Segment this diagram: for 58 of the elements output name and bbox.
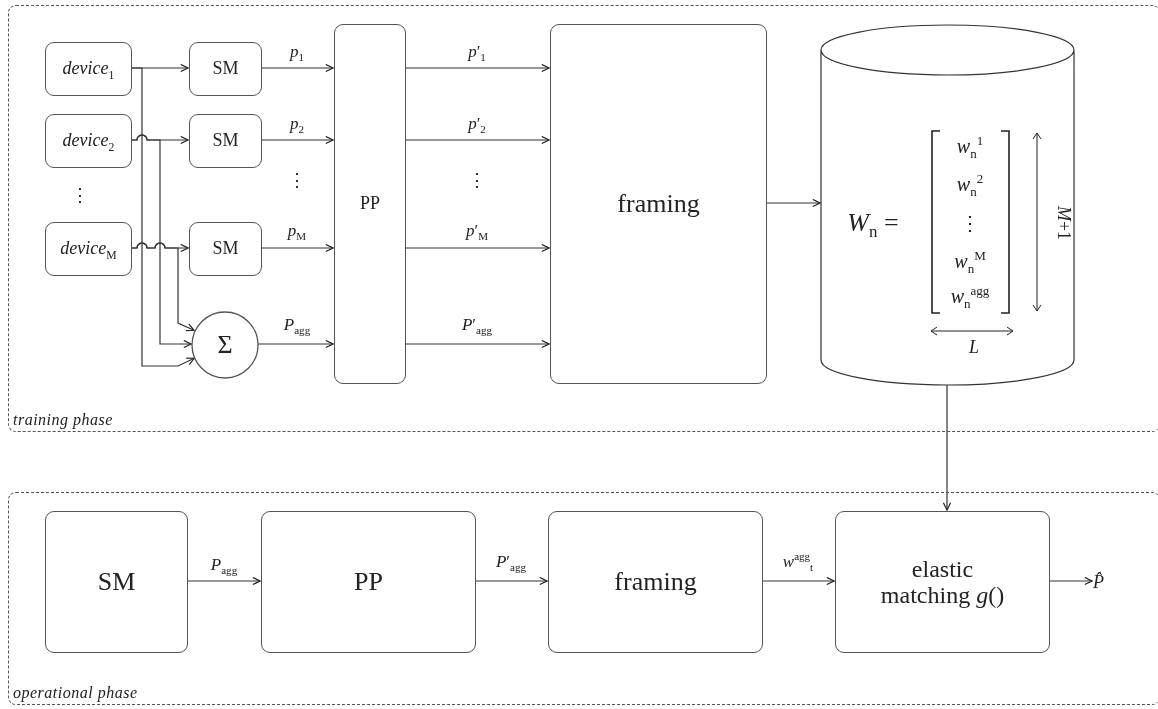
arrow: [404, 63, 550, 73]
phase-label: operational phase: [13, 684, 138, 702]
output-text: P̂: [1093, 571, 1104, 593]
process-box: [835, 511, 1050, 653]
ellipsis-mark: ⋮: [468, 171, 486, 189]
arrow: [474, 576, 548, 586]
sum-symbol: Σ: [217, 330, 233, 360]
arrow: [186, 576, 261, 586]
arrow: [130, 67, 195, 367]
arrow: [404, 339, 550, 349]
arrow: [765, 198, 821, 208]
edge-label: p′$_{2}$: [467, 115, 487, 134]
box-label: device$_{M}$: [60, 239, 117, 259]
phase-label: training phase: [13, 411, 113, 429]
arrow: [942, 383, 952, 511]
box-label: SM: [97, 567, 136, 597]
process-box: [45, 42, 132, 96]
edge-label: P′$_{agg}$: [494, 553, 528, 572]
matrix-entry: ⋮: [960, 213, 980, 233]
arrow: [404, 243, 550, 253]
arrow: [761, 576, 835, 586]
box-label: device$_{1}$: [62, 59, 115, 79]
box-label: PP: [354, 567, 383, 597]
box-label: SM: [212, 59, 239, 79]
box-label: SM: [212, 239, 239, 259]
box-label: elastic matching g(): [879, 555, 1006, 609]
arrow: [404, 135, 550, 145]
ellipsis-mark: ⋮: [288, 171, 306, 189]
arrow: [260, 135, 334, 145]
edge-label: P′$_{agg}$: [460, 316, 494, 335]
process-box: [261, 511, 476, 653]
arrow: [260, 243, 334, 253]
process-box: [45, 114, 132, 168]
edge-label: p′$_{1}$: [467, 43, 487, 62]
box-label: PP: [360, 194, 380, 214]
dimension-label: L: [969, 338, 979, 356]
process-box: [189, 42, 262, 96]
edge-label: P$_{agg}$: [282, 316, 312, 335]
arrow: [130, 242, 195, 332]
arrow: [1048, 576, 1093, 586]
process-box: [189, 114, 262, 168]
dimension-label: M+1: [1055, 205, 1073, 241]
arrow: [130, 134, 192, 349]
process-box: [189, 222, 262, 276]
edge-label: P$_{agg}$: [209, 556, 239, 575]
matrix-name: W$_{n}$ =: [847, 210, 899, 236]
box-label: SM: [212, 131, 239, 151]
process-box: [45, 222, 132, 276]
process-box: [45, 511, 188, 653]
box-label: framing: [614, 567, 697, 597]
ellipsis-mark: ⋮: [71, 186, 89, 204]
process-box: [334, 24, 406, 384]
process-box: [550, 24, 767, 384]
box-label: device$_{2}$: [62, 131, 115, 151]
arrow: [260, 63, 334, 73]
edge-label: p′$_{M}$: [465, 222, 489, 241]
box-label: framing: [617, 189, 700, 219]
process-box: [548, 511, 763, 653]
